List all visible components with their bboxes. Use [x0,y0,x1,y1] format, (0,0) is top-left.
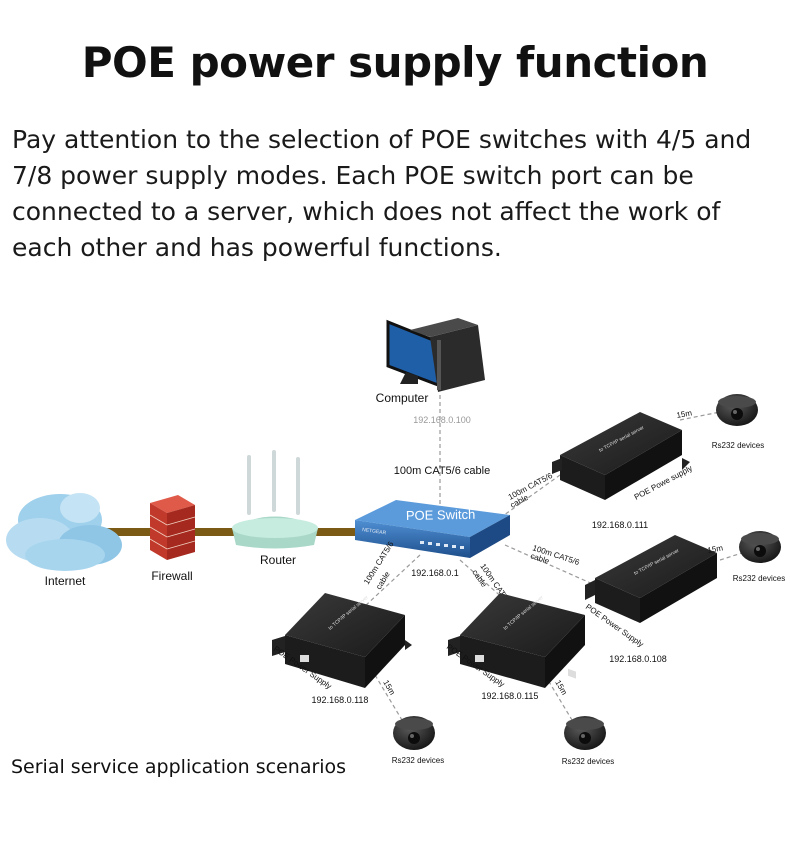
distance-115: 15m [553,679,569,697]
camera-icon-111 [716,394,758,426]
cloud-icon [6,493,122,571]
distance-118: 15m [381,679,397,697]
ip-115: 192.168.0.115 [482,691,539,701]
cable-label-111: 100m CAT5/6 [507,471,555,502]
intro-paragraph: Pay attention to the selection of POE sw… [12,125,752,262]
computer-icon [386,318,485,392]
camera-icon-108 [739,531,781,563]
distance-108: 15m [707,543,724,555]
ip-108: 192.168.0.108 [609,654,667,664]
camera-icon-115 [564,716,606,750]
serial-server-118 [272,593,412,688]
diagram-caption: Serial service application scenarios [11,756,347,778]
ip-118: 192.168.0.118 [312,695,369,705]
main-cable-label: 100m CAT5/6 cable [394,465,490,477]
router-icon [232,450,318,549]
serial-server-108 [585,535,717,623]
ip-111: 192.168.0.111 [592,520,648,530]
switch-brand: NETGEAR [362,527,387,536]
device-label-111: Rs232 devices [712,441,764,450]
dashed-cables [349,395,746,726]
serial-server-115 [448,593,585,688]
firewall-icon [149,495,196,560]
switch-label: POE Switch [406,507,476,523]
internet-label: Internet [45,574,86,588]
backbone-cable [60,528,360,536]
computer-label: Computer [376,391,429,405]
firewall-label: Firewall [151,569,192,583]
computer-ip: 192.168.0.100 [413,415,471,425]
device-label-108: Rs232 devices [733,574,785,583]
distance-111: 15m [676,408,693,420]
device-label-118: Rs232 devices [392,756,444,765]
serial-server-111 [552,412,690,679]
camera-icon-118 [393,716,435,750]
poe-switch-icon [355,500,510,558]
switch-ip: 192.168.0.1 [411,568,459,578]
router-label: Router [260,553,296,567]
page-title: POE power supply function [81,38,709,87]
device-label-115: Rs232 devices [562,757,614,766]
